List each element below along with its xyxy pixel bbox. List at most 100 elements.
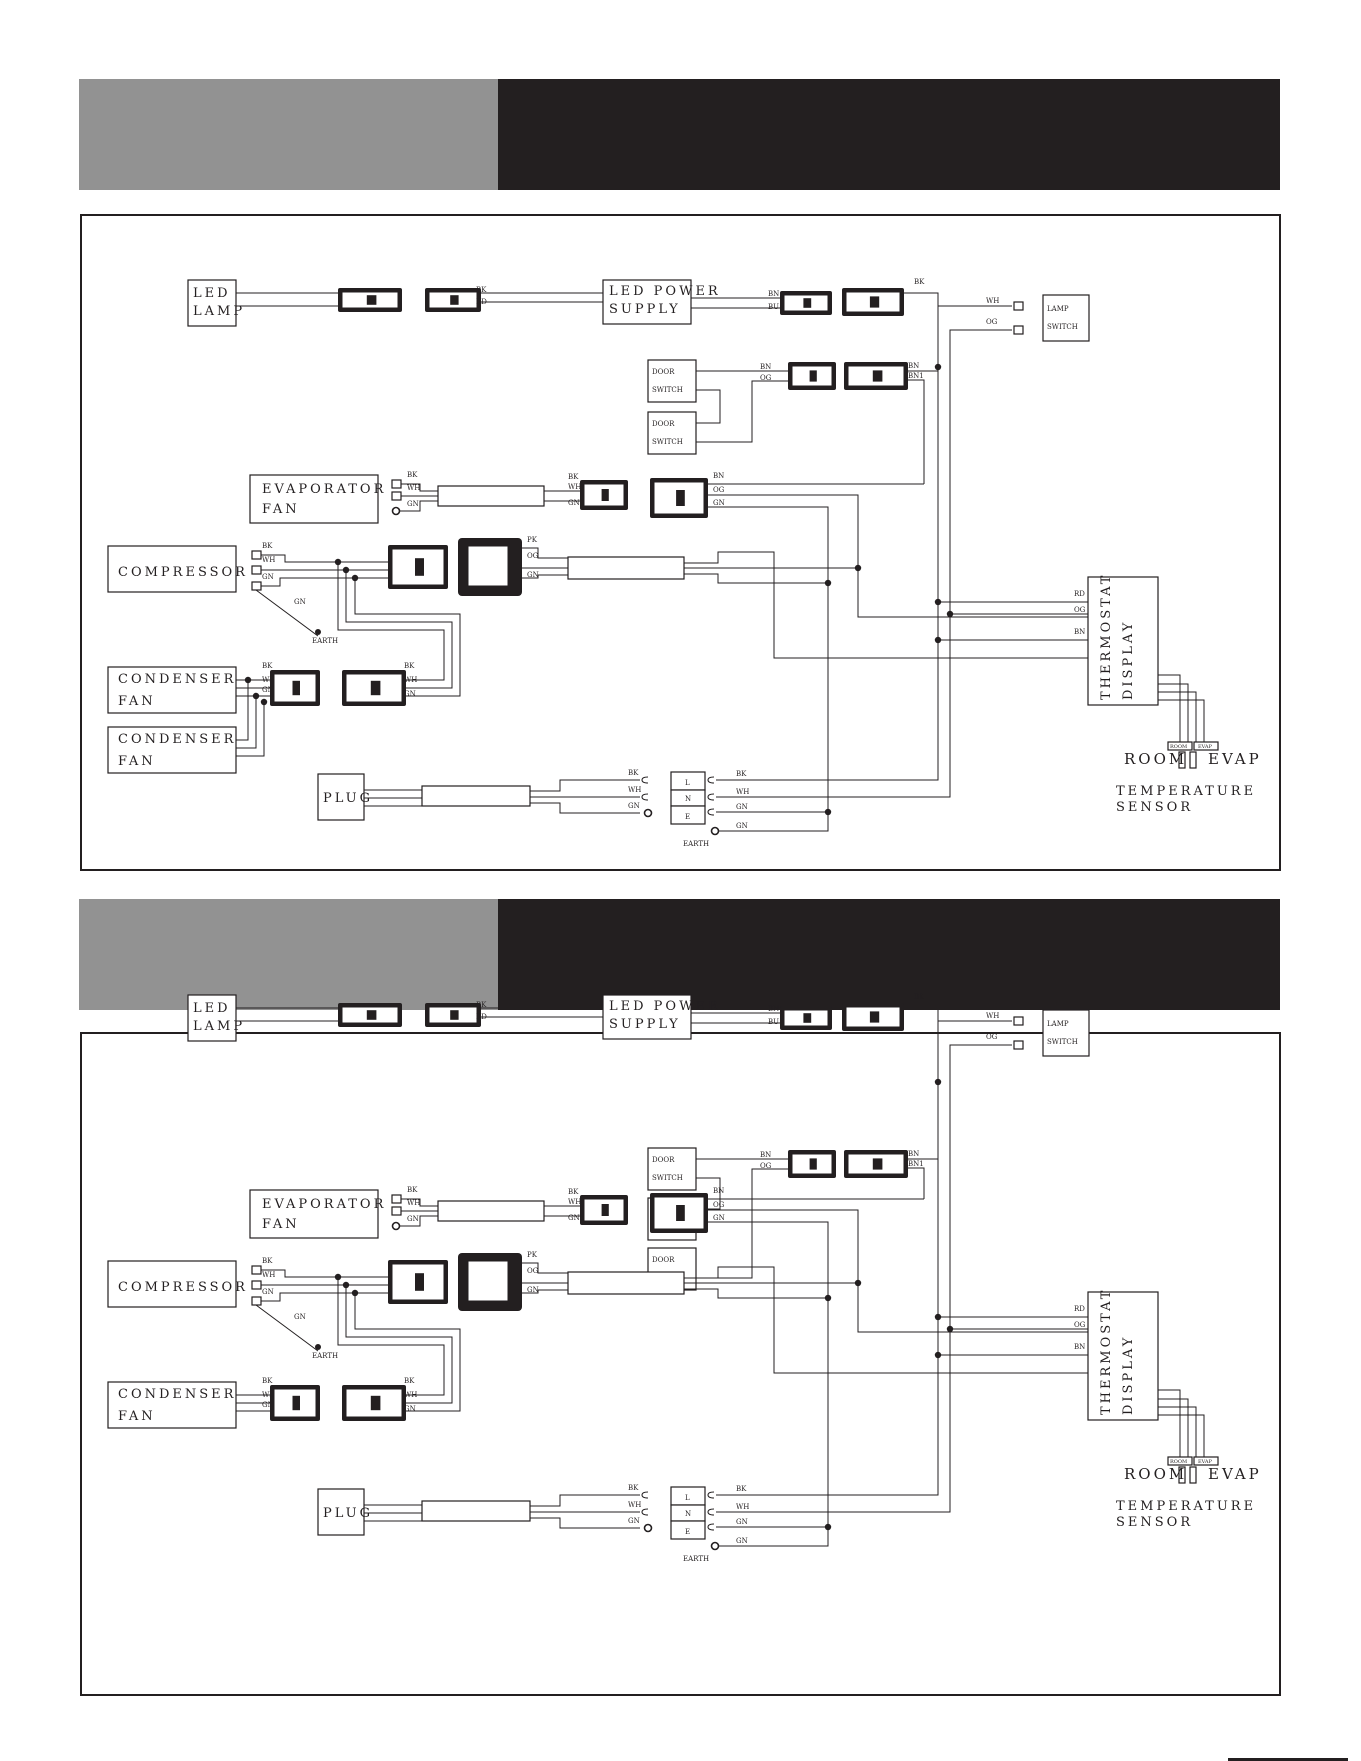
wire-code-cond-3: GN [262,1401,274,1409]
wire-terminal [251,565,262,575]
evaporator-fan-connector-pin [601,1204,609,1216]
wire-code-evap-conn-3: GN [568,499,580,507]
wire-code-thermo-in-1: BN [713,472,724,480]
led-power-supply-label-line-1: LED POWER [609,284,721,299]
fork-terminal [707,808,715,816]
wire [255,589,319,637]
wire-code-led-2: RD [476,1013,487,1021]
pk-connector-inner [467,1260,509,1302]
door-switch-1-label-line-1: DOOR [652,368,675,376]
door-switch-3-label-line-1: DOOR [652,1256,675,1264]
sensor-room-probe [1178,1466,1186,1484]
evaporator-fan-label-line-2: FAN [262,1217,300,1232]
lamp-switch-box [1042,294,1090,342]
plug-box [317,773,365,821]
wire-terminal [251,1265,262,1275]
wire [716,785,951,798]
wire-code-plug-2: WH [628,1501,641,1509]
wire-code-comp-3: GN [262,573,274,581]
terminal-earth-label: EARTH [683,1555,709,1563]
evaporator-fan-label-line-1: EVAPORATOR [262,482,386,497]
wire [1158,683,1189,742]
wire-code-thermo-side-1: RD [1074,590,1085,598]
condenser-fan-2-label-line-2: FAN [118,754,156,769]
wire [401,1198,438,1207]
compressor-harness [567,556,685,580]
wire [354,578,461,697]
ring-terminal [710,826,720,836]
wire [345,570,453,689]
sensor-evap-tag [1193,1456,1219,1466]
compressor-connector-pin [415,1273,424,1291]
sensor-evap-tag [1193,741,1219,751]
compressor-earth-label: EARTH [312,1352,338,1360]
evaporator-fan-label-line-2: FAN [262,502,300,517]
sensor-evap-probe [1189,1466,1197,1484]
door-switch-2-label-line-1: DOOR [652,420,675,428]
sensor-room-label: ROOM [1124,1465,1187,1483]
wire [949,1044,1012,1500]
wire [530,1517,640,1529]
sensor-evap-tag-label: EVAP [1198,1459,1213,1465]
wire-code-thermo-side-1: RD [1074,1305,1085,1313]
wire [908,1167,925,1199]
wire [530,802,640,814]
wire [1158,1414,1205,1457]
sensor-evap-probe [1189,751,1197,769]
plug-harness [421,785,531,807]
condenser-fan-1-label-line-1: CONDENSER [118,672,236,687]
wire-code-switch-feed: BK [914,993,925,1001]
led-lamp-label-line-2: LAMP [193,304,245,319]
wire-code-door-2: OG [760,374,772,382]
junction-dot [934,1078,942,1086]
door-switch-1-label-line-2: SWITCH [652,1174,683,1182]
door-switch-2-label-line-2: SWITCH [652,438,683,446]
junction-dot [934,636,942,644]
wire-code-thermo-side-2: OG [1074,606,1086,614]
wire-terminal [1013,301,1024,311]
wire-code-term-3: GN [736,803,748,811]
wire-code-cond-2: WH [262,1391,275,1399]
wire-code-cond-3: GN [262,686,274,694]
section-header-left-1 [79,79,498,190]
compressor-connector-pin [415,558,424,576]
junction-dot [252,692,260,700]
sensor-evap-label: EVAP [1208,750,1262,768]
wire-code-evap-2: WH [407,484,420,492]
ring-terminal [643,1523,653,1533]
sensor-room-tag-label: ROOM [1170,1459,1187,1465]
wire [696,1168,788,1279]
wire-code-comp-earth: GN [294,1313,306,1321]
wire-code-cond-mate-1: BK [404,662,415,670]
led-supply-in-connector-pin [450,295,459,305]
wire [261,577,388,587]
wire [716,1485,939,1496]
wire-terminal [251,550,262,560]
wire [236,696,257,749]
thermostat-display-label-2: DISPLAY [1121,620,1136,700]
wire [716,1500,951,1513]
door-switch-1-label-line-1: DOOR [652,1156,675,1164]
ring-terminal [391,1221,401,1231]
led-lamp-connector-pin [366,295,377,305]
wire [400,500,438,512]
terminal-l-label: L [685,1494,690,1502]
switch-feed-connector-pin [869,296,880,308]
condenser-fan-connector-inner [273,1388,317,1418]
fork-terminal [707,1508,715,1516]
terminal-l-label: L [685,779,690,787]
condenser-fan-1-label-line-1: CONDENSER [118,1387,236,1402]
wire-code-thermo-in-2: OG [713,1201,725,1209]
section-header-right-2 [498,899,1280,1010]
wire [684,551,1088,659]
wire-terminal [251,1280,262,1290]
wire [530,779,640,792]
junction-dot [824,1523,832,1531]
door-switch-connector-pin [809,1158,817,1170]
door-switch-box-1 [647,359,697,403]
compressor-box [107,545,237,593]
terminal-e-label: E [685,813,690,821]
wire [719,1527,829,1547]
junction-dot [824,579,832,587]
